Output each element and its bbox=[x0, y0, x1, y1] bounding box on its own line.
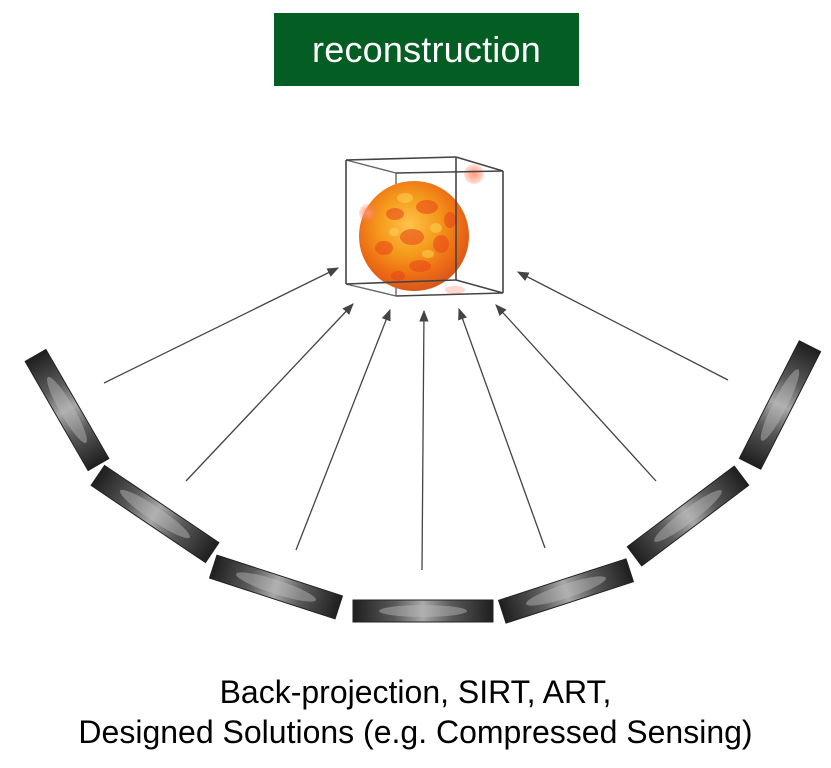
arrow-6 bbox=[495, 304, 657, 482]
projection-image-3 bbox=[208, 554, 344, 620]
sphere-texture bbox=[375, 200, 456, 281]
projection-image-1 bbox=[24, 348, 110, 472]
title-text: reconstruction bbox=[312, 28, 541, 70]
caption-line-2: Designed Solutions (e.g. Compressed Sens… bbox=[78, 714, 753, 750]
algorithm-caption: Back-projection, SIRT, ART, Designed Sol… bbox=[0, 672, 831, 752]
reconstruction-volume bbox=[345, 156, 504, 297]
backprojection-arrows bbox=[103, 267, 729, 571]
arrow-2 bbox=[185, 303, 354, 482]
title-banner: reconstruction bbox=[274, 13, 579, 86]
projection-image-7 bbox=[738, 340, 822, 470]
arrow-5 bbox=[458, 307, 546, 549]
arrow-7 bbox=[516, 271, 729, 381]
projection-image-4 bbox=[352, 599, 494, 623]
sphere-blob-left bbox=[359, 204, 377, 222]
caption-line-1: Back-projection, SIRT, ART, bbox=[219, 674, 612, 710]
sphere-blob-corner bbox=[464, 164, 484, 184]
projection-image-2 bbox=[90, 464, 220, 564]
arrow-3 bbox=[295, 308, 391, 551]
projection-images bbox=[24, 340, 822, 624]
cube-front-edges bbox=[345, 156, 504, 297]
arrow-4 bbox=[419, 309, 429, 571]
projection-image-5 bbox=[497, 558, 635, 624]
reconstructed-sphere bbox=[359, 164, 484, 294]
arrow-1 bbox=[103, 267, 340, 384]
sphere-highlights bbox=[389, 193, 442, 258]
projection-image-6 bbox=[626, 465, 750, 567]
sphere-blob-bottom bbox=[445, 286, 465, 294]
